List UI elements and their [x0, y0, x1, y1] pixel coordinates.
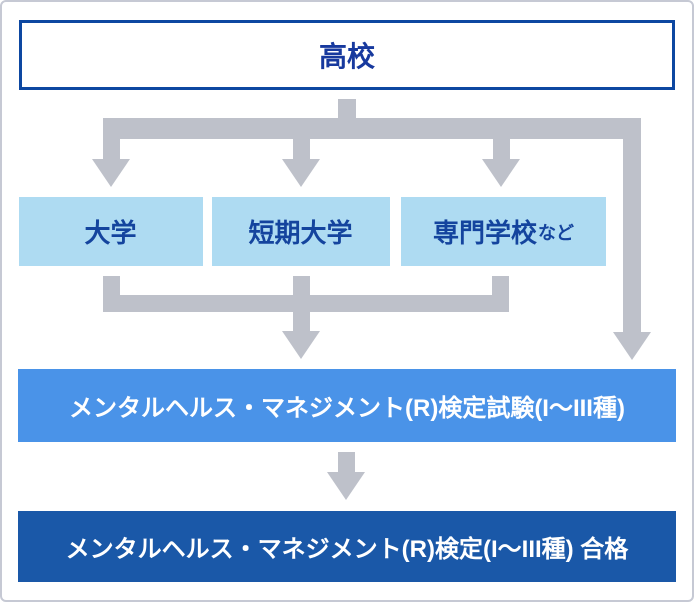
vocational-school-suffix: など: [538, 222, 574, 243]
down-arrow-icon: [92, 159, 130, 187]
bypass-arrow-stem: [623, 139, 641, 332]
arrow-to-juniorcollege-stem: [293, 139, 310, 160]
down-arrow-icon: [327, 472, 365, 500]
exam-label: メンタルヘルス・マネジメント(R)検定試験(I〜III種): [69, 395, 625, 422]
junior-college-label: 短期大学: [248, 218, 353, 248]
junior-college-box: 短期大学: [212, 197, 390, 266]
high-school-box: 高校: [19, 20, 675, 90]
arrow-to-univ-stem: [103, 139, 120, 160]
down-arrow-icon: [282, 159, 320, 187]
down-arrow-icon: [282, 331, 320, 359]
merge-center-stem: [293, 276, 310, 333]
merge-left-stem: [103, 276, 120, 297]
arrow-to-vocational-stem: [493, 139, 510, 160]
result-box: メンタルヘルス・マネジメント(R)検定(I〜III種) 合格: [18, 511, 676, 582]
vocational-school-label: 専門学校: [432, 218, 537, 248]
result-arrow-stem: [338, 452, 355, 473]
down-arrow-icon: [613, 332, 651, 360]
vocational-school-box: 専門学校など: [401, 197, 606, 266]
merge-right-stem: [492, 276, 509, 297]
exam-box: メンタルヘルス・マネジメント(R)検定試験(I〜III種): [18, 369, 676, 442]
connector-top-stem: [338, 99, 356, 120]
university-label: 大学: [84, 218, 137, 248]
high-school-label: 高校: [318, 41, 375, 72]
result-label: メンタルヘルス・マネジメント(R)検定(I〜III種) 合格: [65, 536, 629, 563]
connector-top-bar: [103, 118, 641, 139]
university-box: 大学: [19, 197, 203, 266]
down-arrow-icon: [482, 159, 520, 187]
